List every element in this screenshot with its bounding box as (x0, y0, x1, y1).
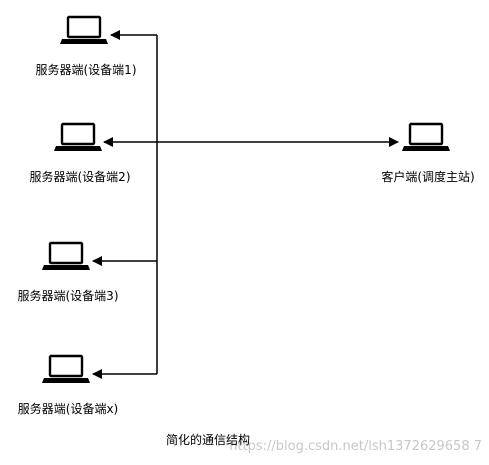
laptop-icon (42, 241, 90, 270)
laptop-icon (60, 15, 108, 44)
node-label: 服务器端(设备端3) (18, 288, 119, 303)
node-server-3: 服务器端(设备端3) (18, 241, 119, 303)
node-label: 服务器端(设备端2) (30, 169, 131, 184)
node-label: 服务器端(设备端x) (18, 401, 118, 416)
watermark: https://blog.csdn.net/lsh1372629658 7 (229, 439, 482, 454)
node-label: 客户端(调度主站) (381, 169, 474, 184)
node-client: 客户端(调度主站) (381, 122, 475, 184)
laptop-icon (42, 354, 90, 383)
node-server-2: 服务器端(设备端2) (30, 122, 131, 184)
laptop-icon (402, 122, 450, 151)
connectors (92, 30, 399, 379)
laptop-icon (54, 122, 102, 151)
node-server-1: 服务器端(设备端1) (36, 15, 137, 77)
diagram-caption: 简化的通信结构 (166, 432, 250, 447)
node-server-x: 服务器端(设备端x) (18, 354, 118, 416)
node-label: 服务器端(设备端1) (36, 62, 137, 77)
